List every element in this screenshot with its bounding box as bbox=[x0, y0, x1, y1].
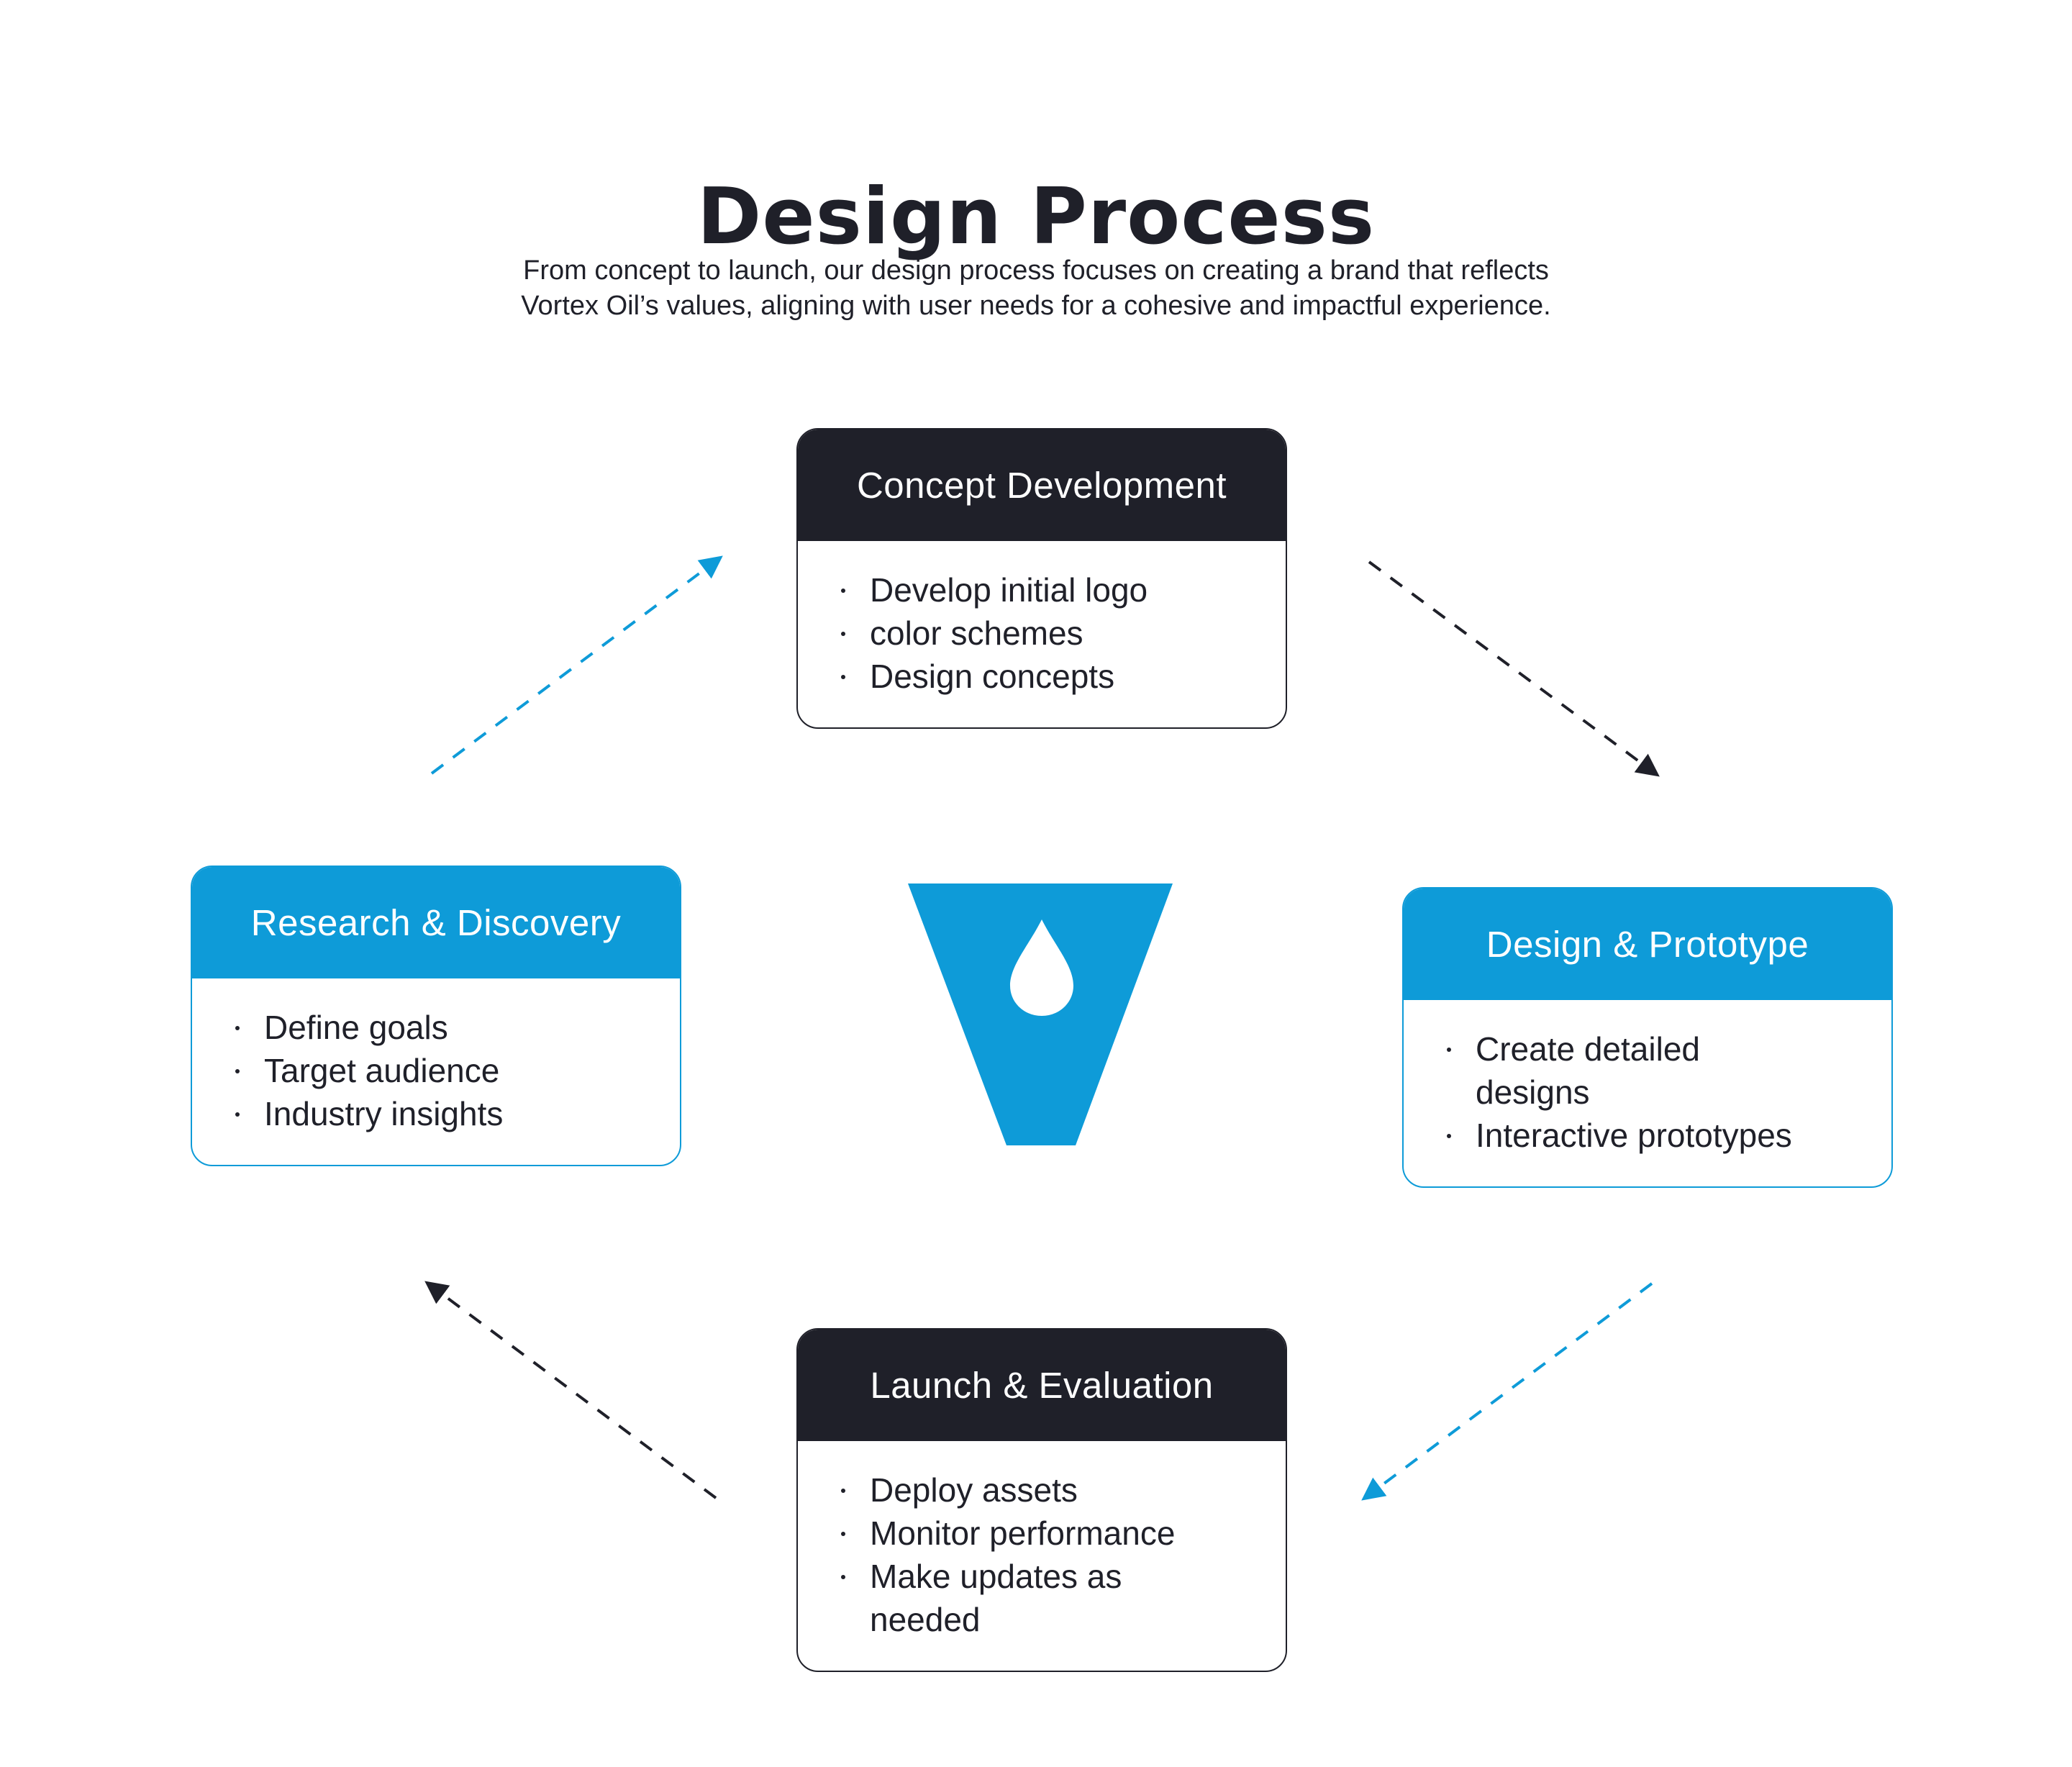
page-subtitle: From concept to launch, our design proce… bbox=[388, 253, 1684, 324]
step-card-launch-evaluation: Launch & Evaluation Deploy assets Monito… bbox=[796, 1328, 1287, 1672]
step-item: Industry insights bbox=[235, 1092, 653, 1135]
step-title-research-discovery: Research & Discovery bbox=[192, 867, 680, 978]
subtitle-line-2: Vortex Oil’s values, aligning with user … bbox=[521, 291, 1551, 321]
step-title-launch-evaluation: Launch & Evaluation bbox=[798, 1330, 1286, 1441]
page-title: Design Process bbox=[696, 172, 1376, 263]
step-item: Create detailed designs bbox=[1447, 1027, 1778, 1114]
subtitle-line-1: From concept to launch, our design proce… bbox=[523, 255, 1549, 286]
step-item: Monitor performance bbox=[841, 1512, 1258, 1555]
arrow-design-to-launch bbox=[1361, 1282, 1653, 1501]
step-item: Deploy assets bbox=[841, 1468, 1258, 1512]
step-card-design-prototype: Design & Prototype Create detailed desig… bbox=[1402, 887, 1893, 1188]
step-item: Design concepts bbox=[841, 655, 1258, 698]
arrow-research-to-concept bbox=[430, 555, 723, 775]
vortex-drop-logo-icon bbox=[908, 884, 1173, 1145]
step-item: color schemes bbox=[841, 612, 1258, 655]
step-item: Interactive prototypes bbox=[1447, 1114, 1864, 1157]
step-item: Make updates as needed bbox=[841, 1555, 1186, 1641]
step-list: Define goals Target audience Industry in… bbox=[192, 978, 680, 1135]
step-title-design-prototype: Design & Prototype bbox=[1404, 889, 1891, 1000]
step-card-concept-development: Concept Development Develop initial logo… bbox=[796, 428, 1287, 729]
step-list: Develop initial logo color schemes Desig… bbox=[798, 541, 1286, 698]
step-list: Deploy assets Monitor performance Make u… bbox=[798, 1441, 1286, 1641]
step-item: Develop initial logo bbox=[841, 568, 1258, 612]
step-list: Create detailed designs Interactive prot… bbox=[1404, 1000, 1891, 1157]
step-title-concept-development: Concept Development bbox=[798, 430, 1286, 541]
arrow-concept-to-design bbox=[1368, 560, 1660, 777]
step-item: Define goals bbox=[235, 1006, 653, 1049]
step-item: Target audience bbox=[235, 1049, 653, 1092]
step-card-research-discovery: Research & Discovery Define goals Target… bbox=[191, 866, 681, 1166]
arrow-launch-to-research bbox=[424, 1281, 717, 1499]
